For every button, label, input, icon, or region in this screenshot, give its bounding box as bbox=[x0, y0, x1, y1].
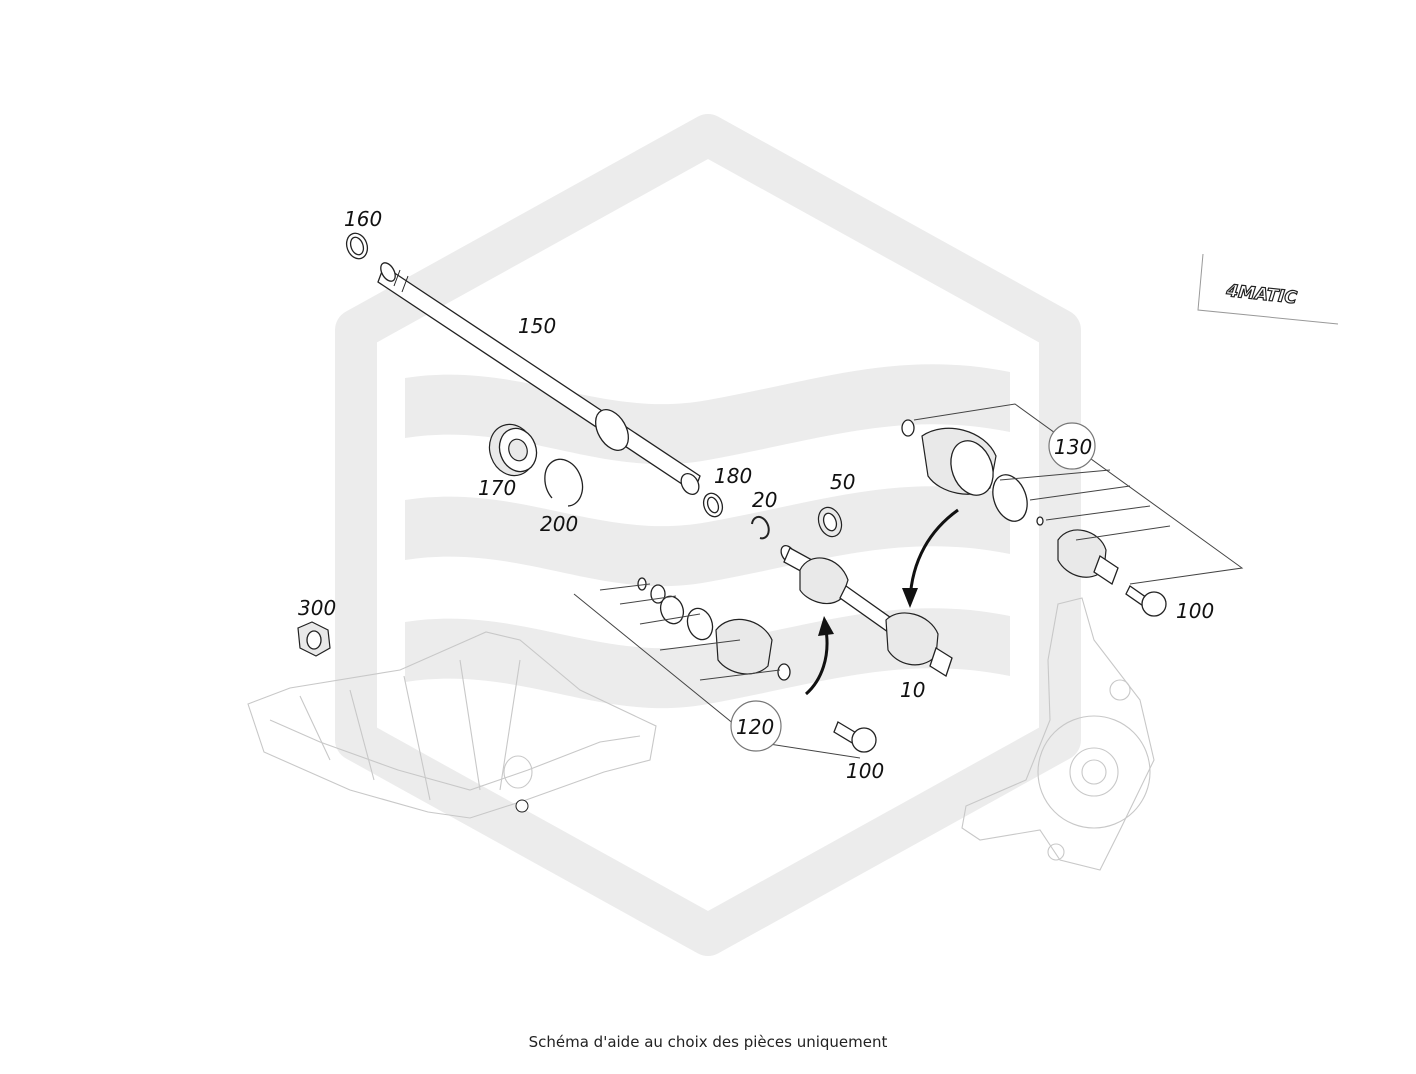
diagram-caption: Schéma d'aide au choix des pièces unique… bbox=[528, 1033, 888, 1051]
bolt-100-bottom bbox=[833, 721, 877, 753]
callout-50[interactable]: 50 bbox=[830, 470, 855, 494]
callout-180[interactable]: 180 bbox=[714, 464, 752, 488]
snap-ring-200 bbox=[544, 458, 584, 507]
4matic-logo-text: 4MATIC bbox=[1224, 281, 1298, 308]
callout-100-right[interactable]: 100 bbox=[1176, 599, 1214, 623]
callout-100-bottom[interactable]: 100 bbox=[846, 759, 884, 783]
callout-circle-120 bbox=[730, 700, 782, 752]
callout-130[interactable]: 130 bbox=[1054, 435, 1092, 459]
outer-joint-kit-130 bbox=[901, 419, 1119, 585]
callout-200[interactable]: 200 bbox=[540, 512, 578, 536]
circlip-20 bbox=[751, 515, 770, 540]
callout-circle-130 bbox=[1048, 422, 1096, 470]
callout-120[interactable]: 120 bbox=[736, 715, 774, 739]
drive-axle-10 bbox=[780, 544, 953, 677]
ring-160 bbox=[345, 232, 369, 260]
callout-20[interactable]: 20 bbox=[752, 488, 777, 512]
bearing-170 bbox=[488, 423, 538, 477]
intermediate-shaft-150 bbox=[377, 262, 701, 495]
steering-knuckle-ghost bbox=[961, 597, 1155, 871]
oil-pan-ghost bbox=[247, 631, 657, 819]
callout-160[interactable]: 160 bbox=[344, 207, 382, 231]
inner-joint-kit-120 bbox=[637, 577, 791, 681]
watermark-logo bbox=[335, 114, 1081, 956]
bolt-100-right bbox=[1125, 585, 1167, 617]
ring-180 bbox=[702, 492, 724, 518]
callout-150[interactable]: 150 bbox=[518, 314, 556, 338]
callout-300[interactable]: 300 bbox=[298, 596, 336, 620]
4matic-badge: 4MATIC bbox=[1197, 253, 1339, 325]
tone-ring-50 bbox=[817, 506, 843, 538]
callout-10[interactable]: 10 bbox=[900, 678, 925, 702]
callout-170[interactable]: 170 bbox=[478, 476, 516, 500]
nut-300 bbox=[297, 621, 331, 657]
direction-arrows bbox=[804, 508, 959, 696]
